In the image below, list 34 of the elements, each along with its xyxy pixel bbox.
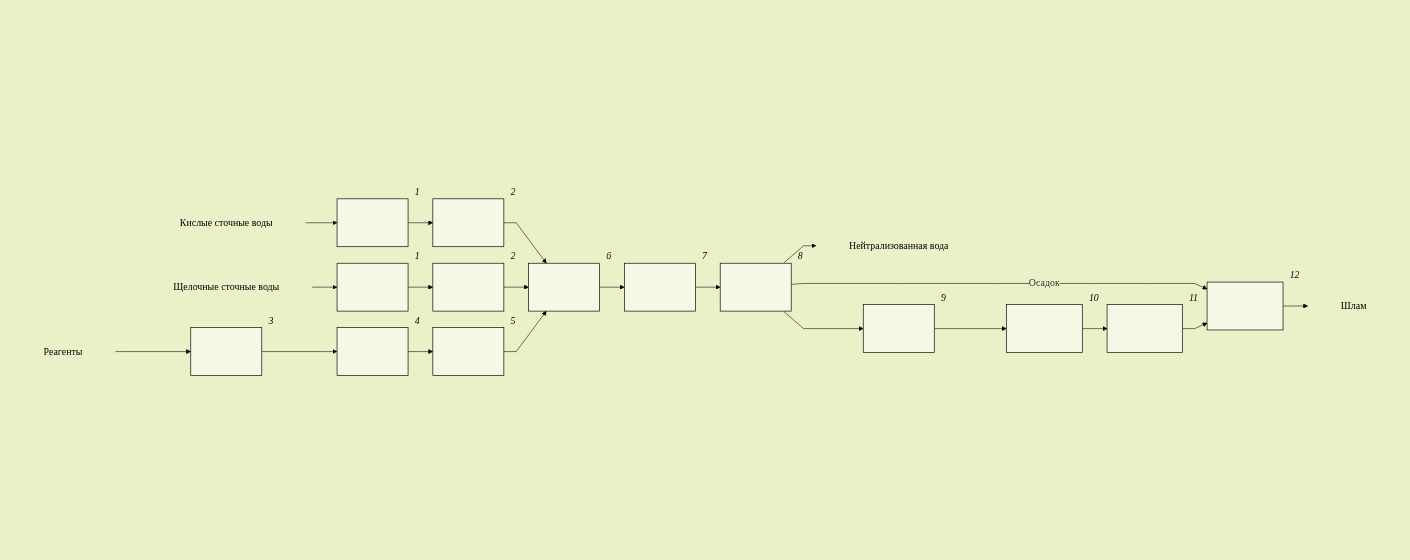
- node-label: 1: [414, 186, 420, 198]
- node-label: 3: [268, 314, 274, 326]
- node-box: [336, 327, 409, 376]
- node-box: [432, 327, 505, 376]
- node-box: [336, 262, 409, 312]
- node-text: Нейтрализованная вода: [849, 239, 949, 251]
- edge-label: Осадок: [1028, 277, 1060, 289]
- node-label: 5: [510, 314, 516, 326]
- node-label: 2: [510, 250, 516, 262]
- node-text: Щелочные сточные воды: [173, 281, 280, 293]
- node-text: Шлам: [1340, 300, 1367, 312]
- node-box: [528, 262, 600, 312]
- node-box: [190, 327, 263, 376]
- node-text: Реагенты: [43, 345, 83, 357]
- node-label: 4: [414, 314, 420, 326]
- node-label: 12: [1289, 269, 1300, 281]
- node-box: [862, 304, 935, 353]
- node-box: [432, 198, 505, 248]
- node-label: 7: [702, 250, 707, 262]
- node-box: [1106, 304, 1183, 353]
- node-box: [1006, 304, 1083, 353]
- node-label: 6: [606, 250, 612, 262]
- node-label: 11: [1188, 291, 1199, 303]
- node-text: Кислые сточные воды: [179, 216, 273, 228]
- node-label: 8: [797, 250, 803, 262]
- node-box: [719, 262, 792, 312]
- node-box: [432, 262, 505, 312]
- node-box: [624, 262, 696, 312]
- node-label: 9: [940, 291, 946, 303]
- node-label: 1: [414, 250, 420, 262]
- node-label: 2: [510, 186, 516, 198]
- node-label: 10: [1088, 291, 1099, 303]
- node-box: [336, 198, 409, 248]
- node-box: [1206, 281, 1284, 331]
